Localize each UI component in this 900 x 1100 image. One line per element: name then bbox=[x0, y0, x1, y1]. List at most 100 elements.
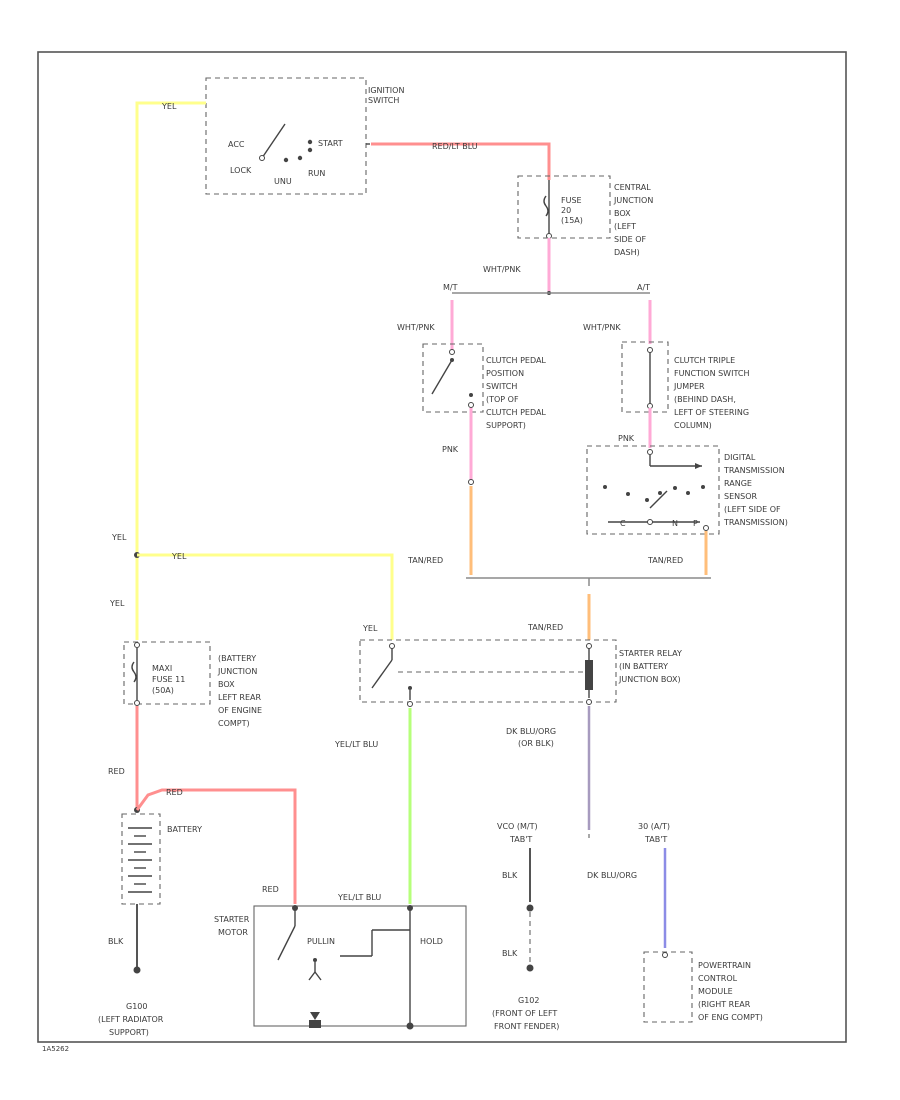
clutch-triple-function-jumper: CLUTCH TRIPLE FUNCTION SWITCH JUMPER (BE… bbox=[621, 341, 749, 430]
range-sensor-label-5: TRANSMISSION) bbox=[723, 518, 788, 527]
yel-label-relay: YEL bbox=[362, 624, 378, 633]
central-jb-label-5: DASH) bbox=[614, 248, 640, 257]
ignition-switch: IGNITION SWITCH ACC LOCK UNU RUN START bbox=[205, 77, 404, 195]
vco-label-1: VCO (M/T) bbox=[497, 822, 538, 831]
yel-wire-relay-branch bbox=[137, 553, 394, 640]
ignition-unu-label: UNU bbox=[274, 177, 292, 186]
pcm-label-0: POWERTRAIN bbox=[698, 961, 751, 970]
mt-wht-pnk-label: WHT/PNK bbox=[397, 323, 435, 332]
clutch-pedal-label-3: (TOP OF bbox=[486, 395, 519, 404]
range-sensor-p: P bbox=[693, 519, 698, 528]
maxi-label-3: (50A) bbox=[152, 686, 174, 695]
clutch-triple-label-0: CLUTCH TRIPLE bbox=[674, 356, 735, 365]
yel-wire-main bbox=[135, 101, 206, 640]
central-jb-label-4: SIDE OF bbox=[614, 235, 646, 244]
red-label-top: RED bbox=[166, 788, 183, 797]
clutch-pedal-label-2: SWITCH bbox=[486, 382, 517, 391]
central-jb-label-1: JUNCTION bbox=[613, 196, 653, 205]
pcm-label-2: MODULE bbox=[698, 987, 733, 996]
diagram-frame bbox=[37, 51, 847, 1043]
fuse-label-3: (15A) bbox=[561, 216, 583, 225]
mt-label: M/T bbox=[443, 283, 458, 292]
pnk-right-label: PNK bbox=[618, 434, 635, 443]
central-jb-label-2: BOX bbox=[614, 209, 631, 218]
vco-label-2: TAB'T bbox=[509, 835, 532, 844]
fuse-20: FUSE 20 (15A) CENTRAL JUNCTION BOX (LEFT… bbox=[517, 175, 653, 257]
dk-blu-org-label-pcm: DK BLU/ORG bbox=[587, 871, 637, 880]
ignition-title-1: IGNITION bbox=[368, 86, 404, 95]
ignition-start-label: START bbox=[318, 139, 343, 148]
clutch-triple-label-2: JUMPER bbox=[673, 382, 705, 391]
ignition-run-label: RUN bbox=[308, 169, 325, 178]
pcm-conn-2: TAB'T bbox=[644, 835, 667, 844]
ignition-lock-label: LOCK bbox=[230, 166, 252, 175]
red-lt-blu-wire bbox=[371, 142, 551, 180]
or-blk-label: (OR BLK) bbox=[518, 739, 554, 748]
starter-relay-label-2: JUNCTION BOX) bbox=[618, 675, 681, 684]
starter-motor-label-2: MOTOR bbox=[218, 928, 248, 937]
range-sensor-n: N bbox=[672, 519, 678, 528]
red-label-left: RED bbox=[108, 767, 125, 776]
pcm-label-4: OF ENG COMPT) bbox=[698, 1013, 763, 1022]
dk-blu-org-label-relay: DK BLU/ORG bbox=[506, 727, 556, 736]
battery-jb-label-2: BOX bbox=[218, 680, 235, 689]
maxi-fuse-11: MAXI FUSE 11 (50A) (BATTERY JUNCTION BOX… bbox=[123, 641, 262, 728]
pcm-label-1: CONTROL bbox=[698, 974, 738, 983]
yel-top-label: YEL bbox=[161, 102, 177, 111]
blk-label-g102: BLK bbox=[502, 949, 518, 958]
maxi-label-1: MAXI bbox=[152, 664, 172, 673]
range-sensor-label-1: TRANSMISSION bbox=[723, 466, 785, 475]
ignition-acc-label: ACC bbox=[228, 140, 245, 149]
g102-label-2: (FRONT OF LEFT bbox=[492, 1009, 557, 1018]
g100-label-1: G100 bbox=[126, 1002, 147, 1011]
starter-relay-label-1: (IN BATTERY bbox=[619, 662, 668, 671]
yel-lt-blu-label-motor: YEL/LT BLU bbox=[337, 893, 381, 902]
clutch-pedal-label-0: CLUTCH PEDAL bbox=[486, 356, 546, 365]
range-sensor-c: C bbox=[620, 519, 626, 528]
blk-label-vco: BLK bbox=[502, 871, 518, 880]
clutch-pedal-label-5: SUPPORT) bbox=[486, 421, 526, 430]
battery-jb-label-4: OF ENGINE bbox=[218, 706, 262, 715]
tan-red-left-label: TAN/RED bbox=[407, 556, 443, 565]
battery-jb-label-5: COMPT) bbox=[218, 719, 250, 728]
starter-motor-label-1: STARTER bbox=[214, 915, 250, 924]
maxi-label-2: FUSE 11 bbox=[152, 675, 185, 684]
clutch-pedal-label-4: CLUTCH PEDAL bbox=[486, 408, 546, 417]
at-wht-pnk-label: WHT/PNK bbox=[583, 323, 621, 332]
ground-g102-icon bbox=[526, 964, 534, 972]
central-jb-label-3: (LEFT bbox=[614, 222, 636, 231]
ground-g100-icon bbox=[133, 966, 141, 974]
clutch-triple-label-4: LEFT OF STEERING bbox=[674, 408, 749, 417]
g100-label-2: (LEFT RADIATOR bbox=[98, 1015, 164, 1024]
yel-lt-blu-label-side: YEL/LT BLU bbox=[334, 740, 378, 749]
tan-red-relay-label: TAN/RED bbox=[527, 623, 563, 632]
battery: BATTERY bbox=[121, 813, 202, 905]
red-label-starter: RED bbox=[262, 885, 279, 894]
wht-pnk-fuse-label: WHT/PNK bbox=[483, 265, 521, 274]
tan-red-right-label: TAN/RED bbox=[647, 556, 683, 565]
pcm-label-3: (RIGHT REAR bbox=[698, 1000, 751, 1009]
pcm-conn-1: 30 (A/T) bbox=[638, 822, 670, 831]
battery-jb-label-0: (BATTERY bbox=[218, 654, 256, 663]
range-sensor-label-0: DIGITAL bbox=[724, 453, 756, 462]
starter-relay: STARTER RELAY (IN BATTERY JUNCTION BOX) bbox=[359, 639, 682, 707]
starter-relay-label-0: STARTER RELAY bbox=[619, 649, 682, 658]
battery-jb-label-1: JUNCTION bbox=[217, 667, 257, 676]
starter-motor: STARTER MOTOR PULLIN HOLD bbox=[214, 905, 467, 1030]
yel-label-branch: YEL bbox=[171, 552, 187, 561]
ground-g102: VCO (M/T) TAB'T BLK BLK G102 (FRONT OF L… bbox=[492, 822, 559, 1031]
pnk-left-label: PNK bbox=[442, 445, 459, 454]
clutch-triple-label-1: FUNCTION SWITCH bbox=[674, 369, 749, 378]
fuse-label-1: FUSE bbox=[561, 196, 582, 205]
clutch-pedal-label-1: POSITION bbox=[486, 369, 524, 378]
starter-pullin-label: PULLIN bbox=[307, 937, 335, 946]
yel-label-main-low: YEL bbox=[109, 599, 125, 608]
blk-label-g100: BLK bbox=[108, 937, 124, 946]
g102-label-1: G102 bbox=[518, 996, 539, 1005]
battery-jb-label-3: LEFT REAR bbox=[218, 693, 261, 702]
yel-label-main-mid: YEL bbox=[111, 533, 127, 542]
powertrain-control-module: 30 (A/T) TAB'T POWERTRAIN CONTROL MODULE… bbox=[638, 822, 763, 1023]
clutch-triple-label-3: (BEHIND DASH, bbox=[674, 395, 736, 404]
range-sensor-label-2: RANGE bbox=[724, 479, 752, 488]
